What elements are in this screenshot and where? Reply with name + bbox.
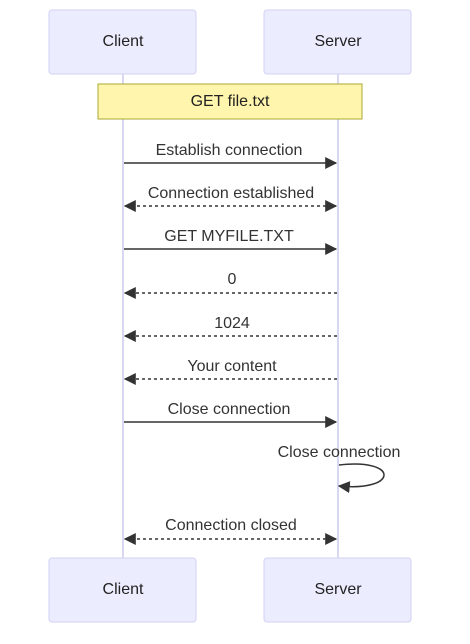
message-establish-connection: Establish connection: [124, 142, 338, 169]
actor-label: Client: [103, 33, 144, 50]
message-zero: 0: [123, 271, 337, 299]
message-label: Connection closed: [165, 517, 297, 534]
message-label: 1024: [214, 315, 250, 332]
actor-server-top: Server: [263, 9, 412, 75]
message-label: Close connection: [278, 444, 401, 461]
note: GET file.txt: [97, 83, 363, 120]
message-label: Close connection: [168, 401, 291, 418]
actor-server-bottom: Server: [263, 557, 412, 623]
message-close-connection: Close connection: [124, 401, 338, 428]
message-self-close-connection: Close connection: [278, 444, 401, 494]
message-label: Establish connection: [156, 142, 303, 159]
message-your-content: Your content: [123, 358, 337, 385]
message-label: Connection established: [148, 185, 314, 202]
message-get-myfile: GET MYFILE.TXT: [124, 228, 338, 255]
message-connection-closed: Connection closed: [123, 517, 338, 545]
message-label: 0: [228, 271, 237, 288]
actor-label: Client: [103, 581, 144, 598]
actor-client-top: Client: [48, 9, 197, 75]
actor-client-bottom: Client: [48, 557, 197, 623]
message-label: GET MYFILE.TXT: [164, 228, 294, 245]
actor-label: Server: [314, 33, 362, 50]
message-connection-established: Connection established: [123, 185, 338, 212]
message-1024: 1024: [123, 315, 337, 342]
message-label: Your content: [187, 358, 277, 375]
note-text: GET file.txt: [191, 93, 270, 110]
actor-label: Server: [314, 581, 362, 598]
self-loop-arrow: [337, 463, 385, 494]
